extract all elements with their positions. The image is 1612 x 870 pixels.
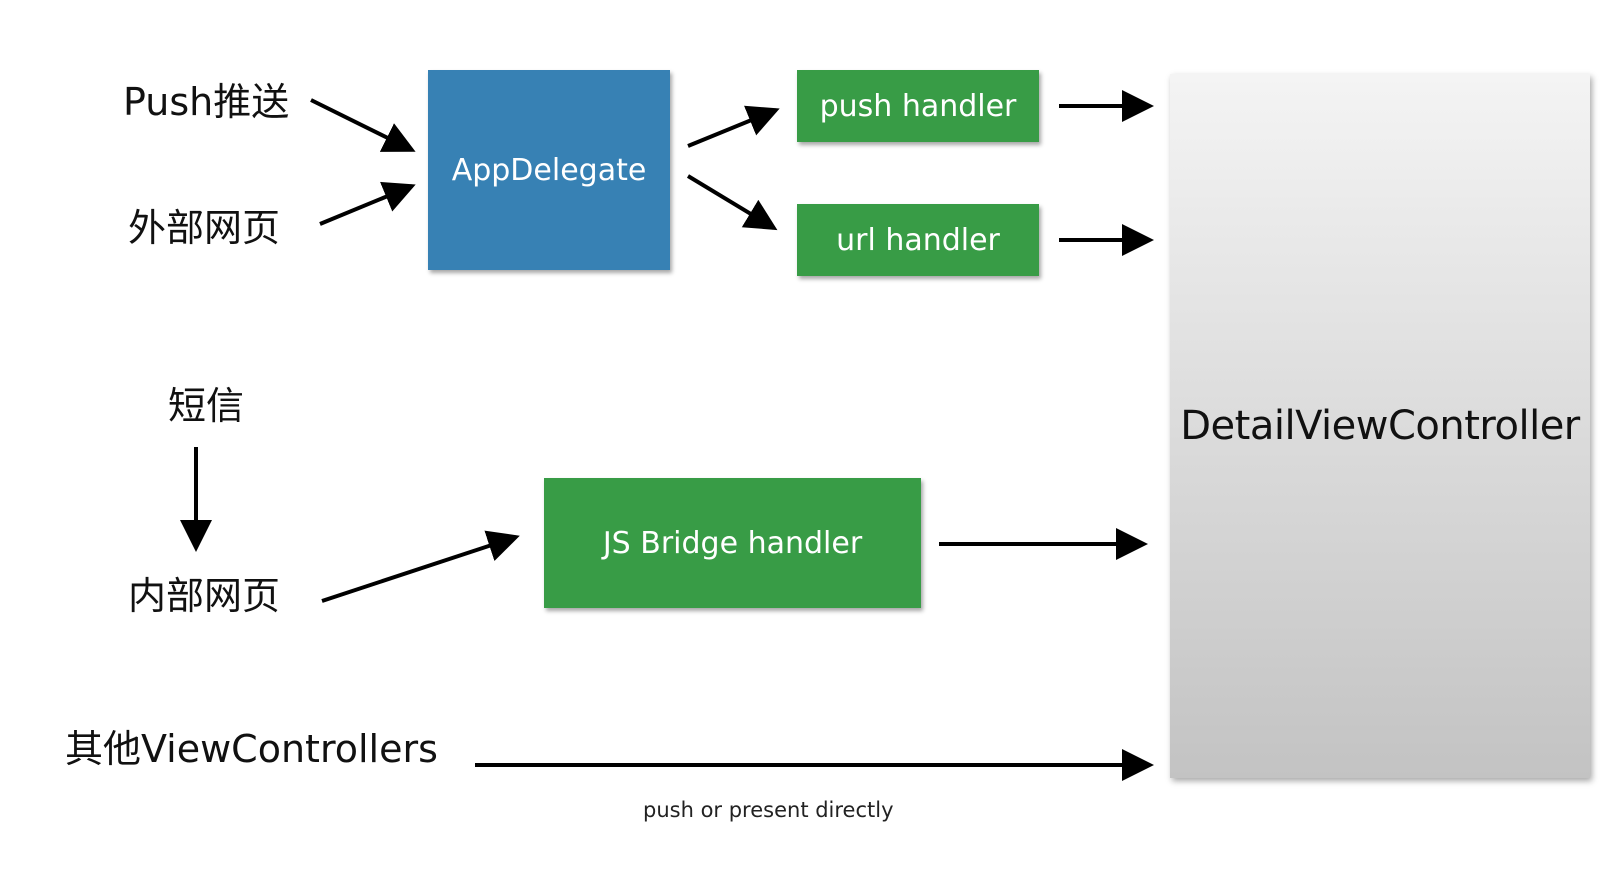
detail-view-controller-label: DetailViewController [1180,403,1580,449]
source-push-label: Push推送 [123,80,290,124]
arrow-appdelegate-to-push-handler [687,105,780,148]
arrow-internal-web-to-js-bridge [321,530,520,603]
source-other-vc-label: 其他ViewControllers [65,727,438,771]
push-handler-label: push handler [819,88,1017,124]
arrow-appdelegate-to-url-handler [686,174,778,231]
source-external-web-label: 外部网页 [128,206,281,250]
app-delegate-label: AppDelegate [451,152,647,188]
js-bridge-handler-label: JS Bridge handler [602,525,863,561]
push-handler-box: push handler [797,70,1039,142]
js-bridge-handler-box: JS Bridge handler [544,478,921,608]
direct-caption: push or present directly [643,798,894,822]
app-delegate-box: AppDelegate [428,70,670,270]
url-handler-box: url handler [797,204,1039,276]
url-handler-label: url handler [836,222,1000,258]
detail-view-controller-box: DetailViewController [1170,74,1590,778]
arrow-push-to-appdelegate [310,98,416,152]
arrow-external-web-to-appdelegate [319,181,416,226]
source-sms-label: 短信 [168,384,245,428]
source-internal-web-label: 内部网页 [128,574,281,618]
